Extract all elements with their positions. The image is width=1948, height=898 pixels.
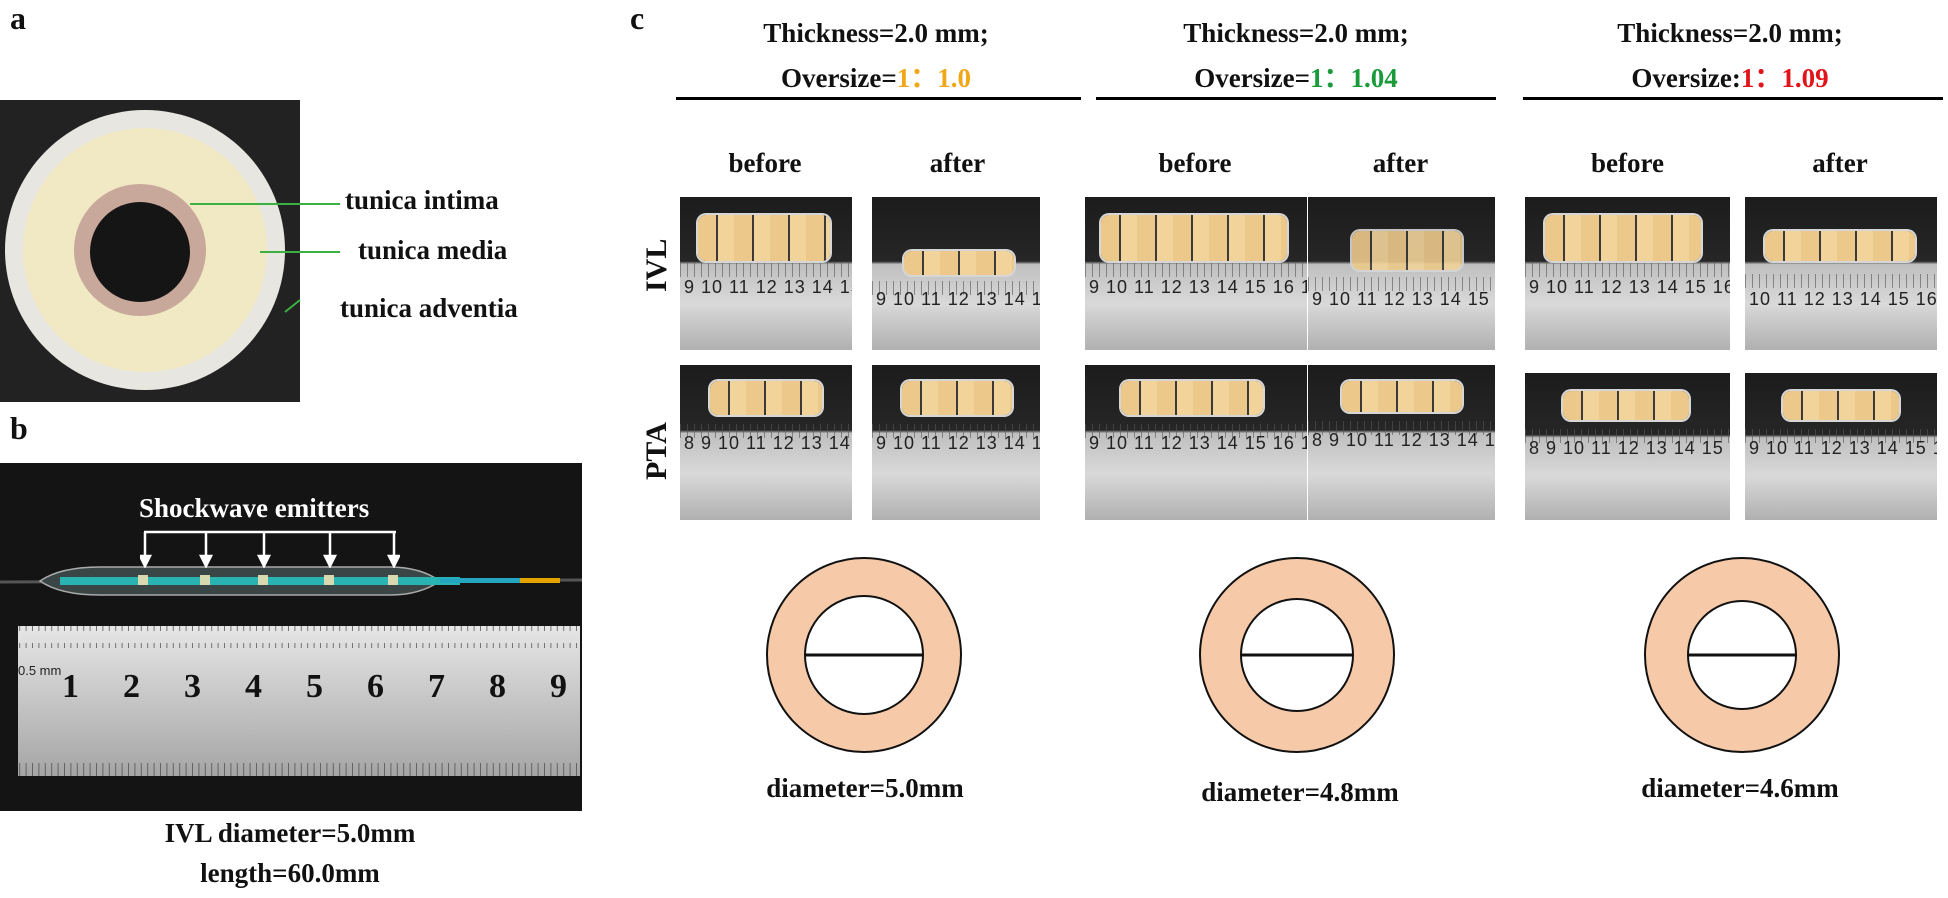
photo-g2-pta-before: 9 10 11 12 13 14 15 16 17 [1085,365,1307,520]
g1-after-header: after [929,148,986,178]
group2-oversize: Oversize=1：1.04 [1194,63,1398,93]
photo-g2-ivl-after: 9 10 11 12 13 14 15 16 17 [1308,197,1495,350]
g3-after-header: after [1812,148,1868,178]
photo-g2-ivl-before: 9 10 11 12 13 14 15 16 17 [1085,197,1307,350]
ruler-mm-label: 0.5 mm [18,663,62,678]
diameter-label-g1: diameter=5.0mm [766,773,964,803]
ruler-numbers: 1 2 3 4 5 6 7 8 9 [62,668,576,705]
layer-leader-lines [190,203,340,313]
ring-diagram-4-8mm [1199,557,1395,753]
vessel-cross-section-photo [0,100,300,402]
g2-after-header: after [1372,148,1429,178]
photo-g1-pta-after: 9 10 11 12 13 14 15 16 17 18 [872,365,1040,520]
photo-g1-ivl-before: 9 10 11 12 13 14 15 16 17 [680,197,852,350]
row-label-ivl: IVL [640,238,673,292]
photo-g1-ivl-after: 9 10 11 12 13 14 15 16 17 18 [872,197,1040,350]
photo-g1-pta-before: 8 9 10 11 12 13 14 15 16 17 18 [680,365,852,520]
ivl-caption-line2: length=60.0mm [200,858,380,888]
group1-oversize: Oversize=1：1.0 [780,63,972,93]
diameter-label-g3: diameter=4.6mm [1641,773,1839,803]
photo-g3-ivl-after: 10 11 12 13 14 15 16 17 18 [1745,197,1937,350]
photo-g3-pta-after: 9 10 11 12 13 14 15 16 17 18 [1745,373,1937,520]
layer-label-media: tunica media [358,235,508,265]
ring-diagram-4-6mm [1644,557,1840,753]
group2-separator [1096,97,1496,100]
photo-g3-ivl-before: 9 10 11 12 13 14 15 16 17 18 [1525,197,1730,350]
panel-a-label: a [10,0,26,36]
panel-b-label: b [10,410,28,446]
ivl-catheter-photo [0,463,583,811]
ring-diagram-5-0mm [766,557,962,753]
group3-thickness: Thickness=2.0 mm; [1617,18,1843,48]
layer-label-adventia: tunica adventia [340,293,518,323]
row-label-pta: PTA [640,422,673,480]
layer-label-intima: tunica intima [345,185,499,215]
diameter-label-g2: diameter=4.8mm [1201,777,1399,807]
panel-c-label: c [630,0,645,36]
group1-separator [676,97,1081,100]
g2-before-header: before [1158,148,1232,178]
emitter-arrows [140,530,400,568]
group1-thickness: Thickness=2.0 mm; [763,18,989,48]
g3-before-header: before [1591,148,1664,178]
shockwave-emitters-label: Shockwave emitters [139,493,370,523]
ivl-caption-line1: IVL diameter=5.0mm [164,818,416,848]
photo-g2-pta-after: 8 9 10 11 12 13 14 15 16 17 18 [1308,365,1495,520]
group2-thickness: Thickness=2.0 mm; [1183,18,1409,48]
group3-separator [1523,97,1943,100]
group3-oversize: Oversize:1：1.09 [1631,63,1829,93]
g1-before-header: before [728,148,802,178]
photo-g3-pta-before: 8 9 10 11 12 13 14 15 16 17 18 [1525,373,1730,520]
